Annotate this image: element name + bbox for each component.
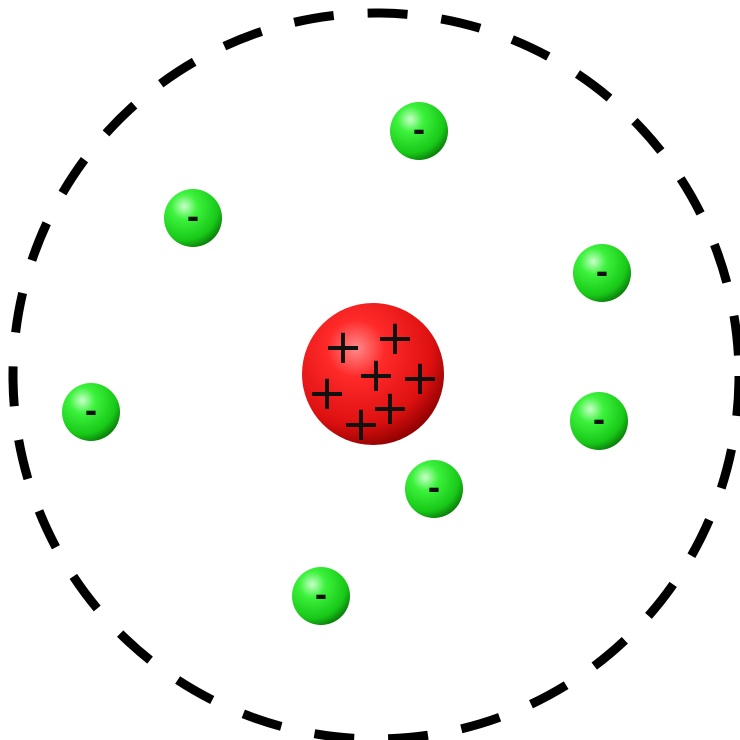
electron-minus-sign: - [413, 114, 425, 149]
electron-minus-sign: - [85, 395, 97, 430]
electron: - [570, 392, 628, 450]
electron: - [390, 102, 448, 160]
proton-plus-sign: + [341, 396, 381, 452]
electron: - [405, 460, 463, 518]
electron-minus-sign: - [315, 579, 327, 614]
nucleus: +++++++ [302, 303, 444, 452]
electron-minus-sign: - [593, 404, 605, 439]
electron-minus-sign: - [187, 201, 199, 236]
electron-minus-sign: - [596, 256, 608, 291]
electron: - [292, 567, 350, 625]
electron: - [164, 189, 222, 247]
electron: - [573, 244, 631, 302]
electron: - [62, 383, 120, 441]
electron-minus-sign: - [428, 472, 440, 507]
